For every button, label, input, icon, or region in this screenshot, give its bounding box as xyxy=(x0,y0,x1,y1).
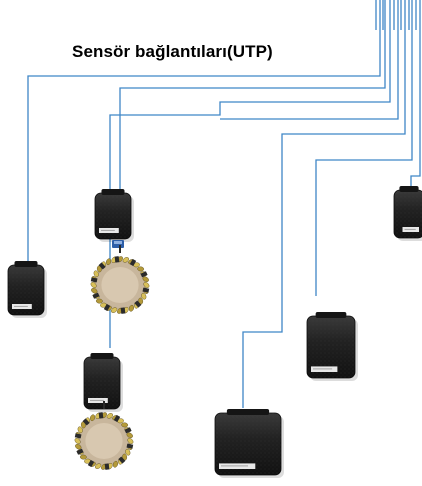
utp-wires xyxy=(27,0,421,408)
sensor-device xyxy=(306,312,358,381)
utp-wire xyxy=(410,0,421,186)
rj45-connector xyxy=(112,240,124,248)
sensor-device xyxy=(393,186,422,241)
sensor-device xyxy=(7,261,47,318)
utp-wire xyxy=(315,0,413,296)
sensor-device xyxy=(214,409,284,478)
utp-wire xyxy=(119,0,386,190)
sensor-coil xyxy=(90,245,150,314)
sensor-coil xyxy=(74,401,134,470)
sensor-device xyxy=(83,353,123,412)
page-title: Sensör bağlantıları(UTP) xyxy=(72,42,273,61)
utp-wire xyxy=(242,0,406,408)
utp-wire xyxy=(109,0,391,348)
sensor-device xyxy=(94,189,134,242)
utp-wire xyxy=(220,0,399,120)
utp-wire xyxy=(27,0,381,262)
